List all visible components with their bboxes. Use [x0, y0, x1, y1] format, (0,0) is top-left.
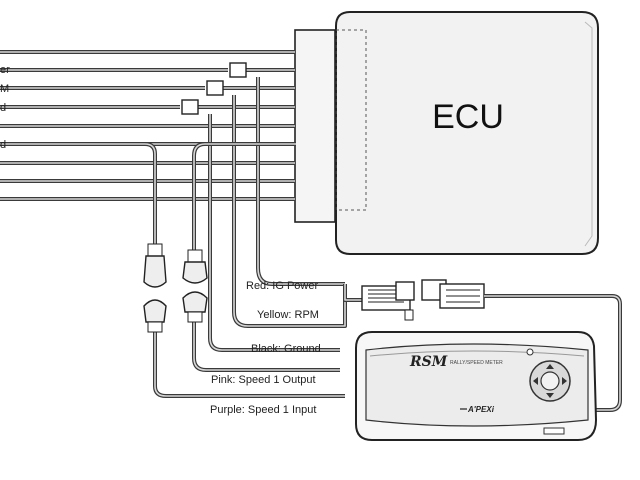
plug-female	[421, 279, 485, 309]
plug-male	[361, 281, 415, 321]
label-purple: Purple: Speed 1 Input	[210, 404, 316, 416]
bullet-purple-upper	[143, 243, 167, 288]
bullet-pink-lower	[182, 291, 208, 323]
rsm-logo: RSM	[409, 354, 448, 370]
branch-wires	[0, 77, 347, 398]
bullet-purple-lower	[143, 299, 167, 333]
left-label-2: M	[0, 83, 9, 95]
left-label-1: er	[0, 64, 10, 76]
harness-wires	[0, 50, 295, 201]
splice-red	[229, 62, 247, 78]
harness-plugs	[343, 279, 622, 412]
wire-labels: Red: IG Power Yellow: RPM Black: Ground …	[210, 280, 321, 416]
splice-connectors	[181, 62, 247, 115]
ecu-connector	[294, 29, 336, 223]
label-red: Red: IG Power	[246, 280, 318, 292]
ecu-unit: ECU	[335, 11, 599, 255]
apexi-brand: A'PEXi	[467, 405, 495, 414]
label-yellow: Yellow: RPM	[257, 309, 319, 321]
bullet-pink-upper	[182, 249, 208, 284]
splice-black	[181, 99, 199, 115]
indicator-led	[526, 348, 534, 356]
left-edge-labels: er M d d	[0, 64, 10, 151]
ecu-label: ECU	[432, 98, 504, 136]
rsm-meter: RSM RALLY/SPEED METER A'PEXi	[355, 331, 598, 441]
splice-yellow	[206, 80, 224, 96]
rsm-subtitle: RALLY/SPEED METER	[450, 360, 503, 366]
bullet-connectors	[143, 243, 208, 333]
left-label-3: d	[0, 102, 6, 114]
label-black: Black: Ground	[251, 343, 321, 355]
label-pink: Pink: Speed 1 Output	[211, 374, 316, 386]
left-label-4: d	[0, 139, 6, 151]
